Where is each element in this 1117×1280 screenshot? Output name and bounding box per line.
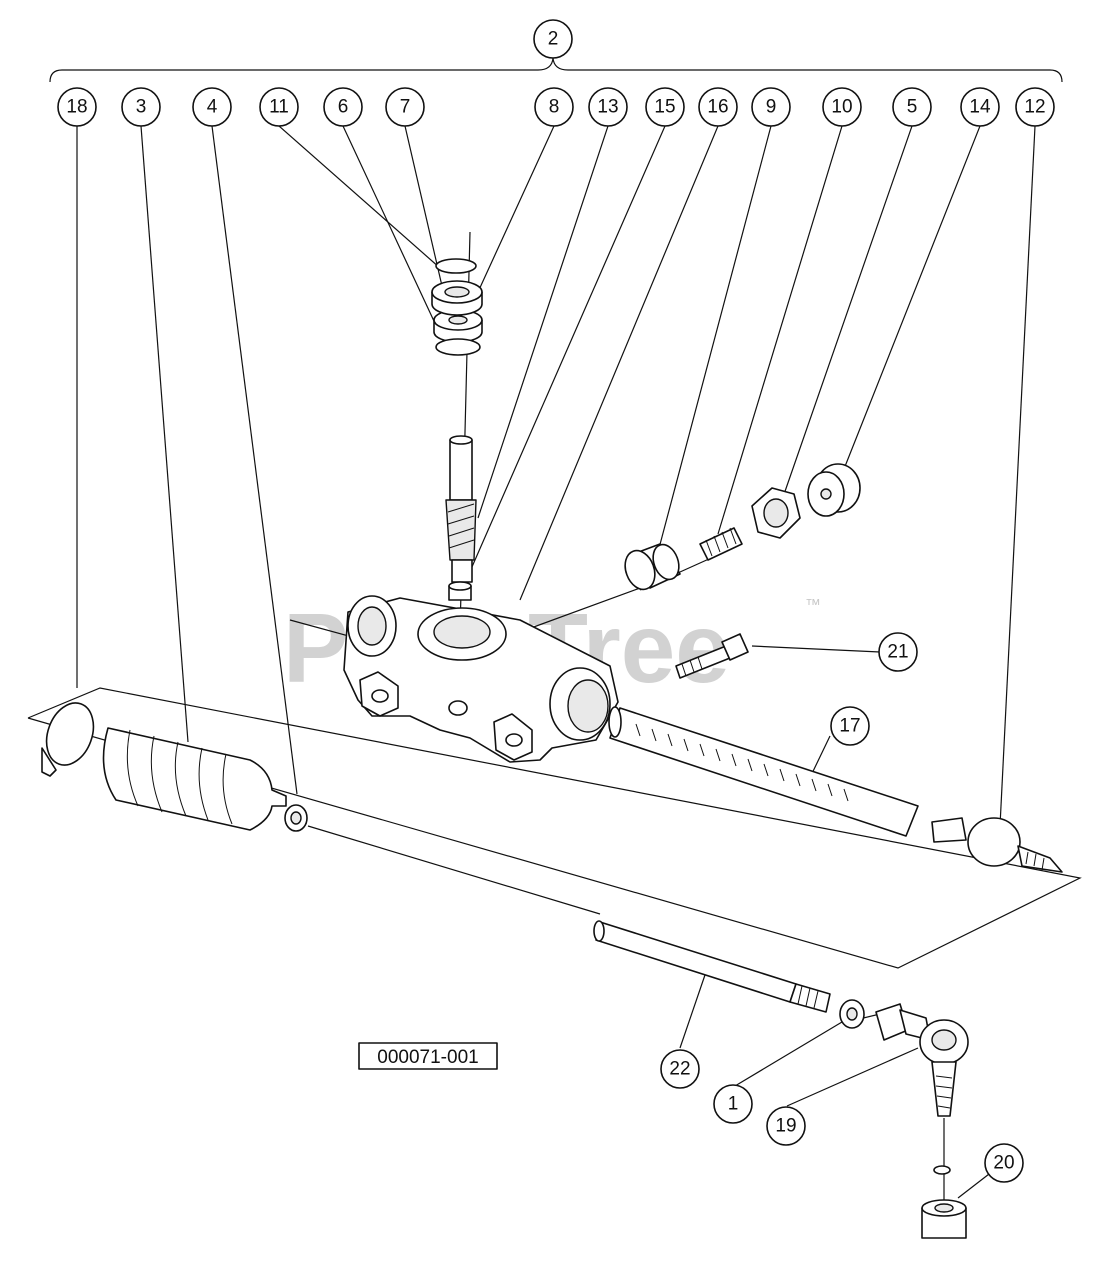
svg-text:18: 18 — [66, 97, 87, 118]
part-17-rack — [608, 706, 919, 837]
callout-4[interactable]: 4 — [192, 87, 232, 127]
part-13-pinion-gear — [445, 435, 477, 583]
callout-1[interactable]: 1 — [713, 1084, 753, 1124]
svg-text:12: 12 — [1024, 97, 1045, 118]
svg-text:3: 3 — [136, 97, 147, 118]
callout-6[interactable]: 6 — [323, 87, 363, 127]
svg-text:19: 19 — [775, 1116, 796, 1137]
part-9-spring — [699, 527, 743, 561]
svg-text:5: 5 — [907, 97, 918, 118]
part-8-bearing — [431, 280, 483, 316]
svg-text:22: 22 — [669, 1059, 690, 1080]
part-11-retaining-ring — [435, 258, 477, 274]
part-14-adjuster-plug — [807, 463, 861, 517]
svg-text:14: 14 — [969, 97, 991, 118]
callout-11[interactable]: 11 — [259, 87, 299, 127]
part-16-needle-bearing — [448, 581, 472, 601]
svg-text:4: 4 — [207, 97, 218, 118]
svg-text:21: 21 — [887, 642, 908, 663]
svg-text:20: 20 — [993, 1153, 1014, 1174]
svg-text:13: 13 — [597, 97, 618, 118]
part-3-boot — [102, 727, 287, 831]
svg-text:7: 7 — [400, 97, 411, 118]
svg-text:8: 8 — [549, 97, 560, 118]
callout-2[interactable]: 2 — [533, 19, 573, 59]
rack-housing — [343, 595, 619, 763]
svg-text:10: 10 — [831, 97, 852, 118]
svg-text:11: 11 — [269, 97, 289, 118]
callout-22[interactable]: 22 — [660, 1049, 700, 1089]
callout-12[interactable]: 12 — [1015, 87, 1055, 127]
callout-20[interactable]: 20 — [984, 1143, 1024, 1183]
callout-16[interactable]: 16 — [698, 87, 738, 127]
svg-text:16: 16 — [707, 97, 728, 118]
callout-17[interactable]: 17 — [830, 706, 870, 746]
diagram-code-box: 000071-001 — [358, 1042, 498, 1070]
callout-21[interactable]: 21 — [878, 632, 918, 672]
part-19-tie-rod-end — [875, 1003, 969, 1117]
washer — [933, 1165, 951, 1175]
watermark-trademark: ™ — [805, 597, 821, 614]
callout-3[interactable]: 3 — [121, 87, 161, 127]
svg-text:2: 2 — [548, 29, 559, 50]
leader-lines — [76, 125, 1036, 1214]
part-6-snap-ring — [435, 338, 481, 356]
callout-18[interactable]: 18 — [57, 87, 97, 127]
callouts: 2 18 3 4 11 6 7 8 13 15 16 9 10 5 14 12 … — [57, 19, 1055, 1183]
callout-19[interactable]: 19 — [766, 1106, 806, 1146]
callout-14[interactable]: 14 — [960, 87, 1000, 127]
part-1-jam-nut — [839, 999, 865, 1029]
diagram-code-label: 000071-001 — [377, 1047, 478, 1068]
exploded-plane-outline — [27, 687, 1082, 969]
svg-text:1: 1 — [728, 1094, 739, 1115]
part-18-clamp — [41, 702, 95, 777]
part-10-lock-nut — [751, 487, 801, 539]
part-21-bolt — [675, 633, 749, 679]
svg-text:15: 15 — [654, 97, 675, 118]
callout-9[interactable]: 9 — [751, 87, 791, 127]
svg-text:17: 17 — [839, 716, 860, 737]
part-20-castle-nut — [921, 1199, 967, 1239]
svg-text:9: 9 — [766, 97, 777, 118]
callout-15[interactable]: 15 — [645, 87, 685, 127]
part-15-rack-guide — [624, 543, 681, 591]
callout-7[interactable]: 7 — [385, 87, 425, 127]
part-12-inner-tie-rod — [931, 817, 1063, 873]
svg-text:6: 6 — [338, 97, 349, 118]
assembly-brace — [49, 57, 1063, 83]
part-4-nut — [284, 804, 308, 832]
callout-10[interactable]: 10 — [822, 87, 862, 127]
callout-5[interactable]: 5 — [892, 87, 932, 127]
callout-13[interactable]: 13 — [588, 87, 628, 127]
callout-8[interactable]: 8 — [534, 87, 574, 127]
part-22-tie-rod — [593, 920, 831, 1013]
